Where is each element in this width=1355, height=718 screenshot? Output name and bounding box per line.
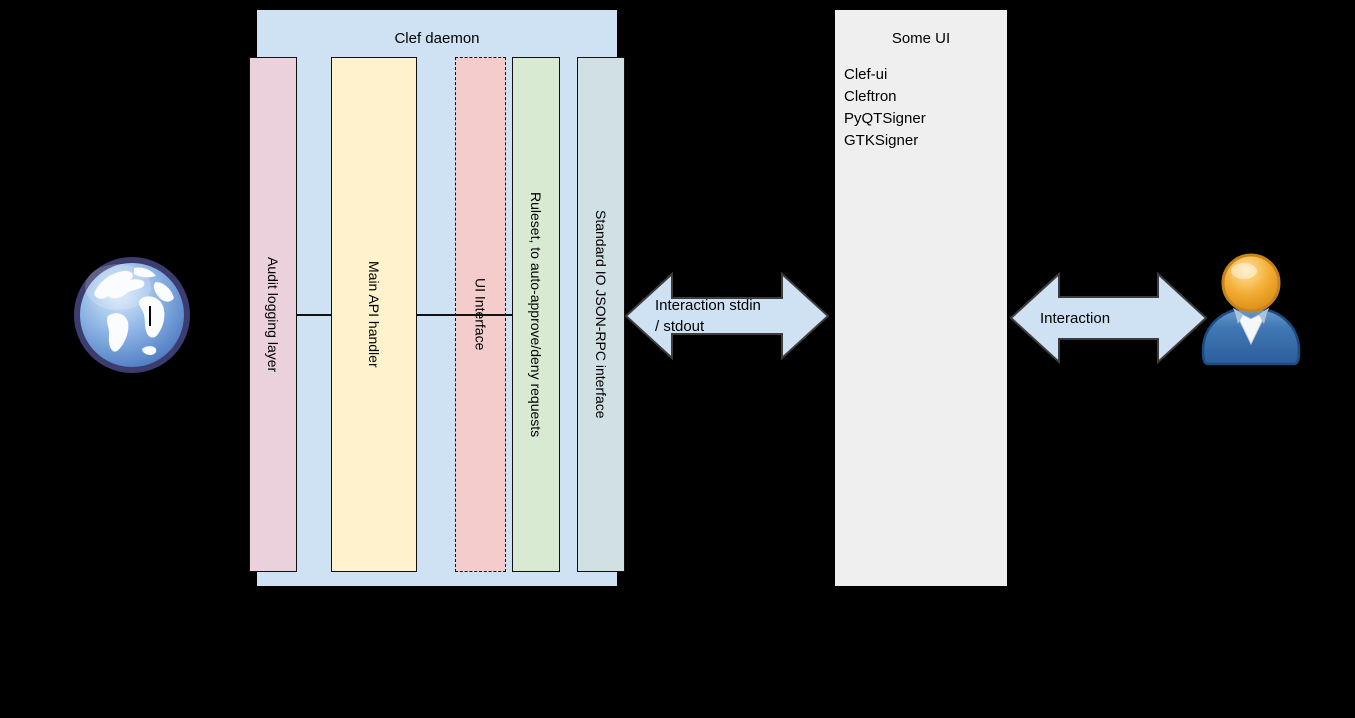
some-ui-item-pyqtsigner: PyQTSigner xyxy=(844,110,926,127)
clef-daemon-title: Clef daemon xyxy=(394,30,480,47)
layer-stdio-jsonrpc: Standard IO JSON-RPC interface xyxy=(577,57,625,572)
layer-main-api-handler-label: Main API handler xyxy=(366,261,382,368)
person-icon xyxy=(1200,252,1302,366)
some-ui-item-clef-ui: Clef-ui xyxy=(844,66,888,83)
arrow-label-line2: / stdout xyxy=(655,318,705,335)
some-ui-box: Some UI Clef-ui Cleftron PyQTSigner GTKS… xyxy=(834,9,1008,587)
some-ui-list: Clef-ui Cleftron PyQTSigner GTKSigner xyxy=(835,64,1007,152)
arrow-label-line1: Interaction xyxy=(1040,309,1111,327)
layer-audit-logging-label: Audit logging layer xyxy=(265,256,281,373)
globe-icon-graphic xyxy=(74,257,190,373)
person-icon-graphic xyxy=(1201,253,1301,366)
layer-ruleset: Ruleset, to auto-approve/deny requests xyxy=(512,57,560,572)
clef-daemon-box: Clef daemon xyxy=(256,9,618,587)
some-ui-item-cleftron: Cleftron xyxy=(844,88,897,105)
interaction-arrow: Interaction xyxy=(1009,271,1208,365)
interaction-label: Interaction xyxy=(1009,271,1208,365)
layer-stdio-jsonrpc-label: Standard IO JSON-RPC interface xyxy=(593,210,609,419)
layer-main-api-handler: Main API handler xyxy=(331,57,417,572)
some-ui-title: Some UI xyxy=(891,30,951,47)
layer-ruleset-label: Ruleset, to auto-approve/deny requests xyxy=(528,191,544,438)
layer-audit-logging: Audit logging layer xyxy=(249,57,297,572)
double-arrow-icon xyxy=(1009,271,1208,365)
double-arrow-icon xyxy=(624,271,830,361)
globe-connector-stub xyxy=(149,306,151,326)
interaction-stdin-stdout-label: Interaction stdin / stdout xyxy=(624,271,830,361)
some-ui-item-gtksigner: GTKSigner xyxy=(844,132,919,149)
interaction-stdin-stdout-arrow: Interaction stdin / stdout xyxy=(624,271,830,361)
arrow-label-line1: Interaction stdin xyxy=(655,297,761,314)
globe-icon xyxy=(72,254,192,376)
